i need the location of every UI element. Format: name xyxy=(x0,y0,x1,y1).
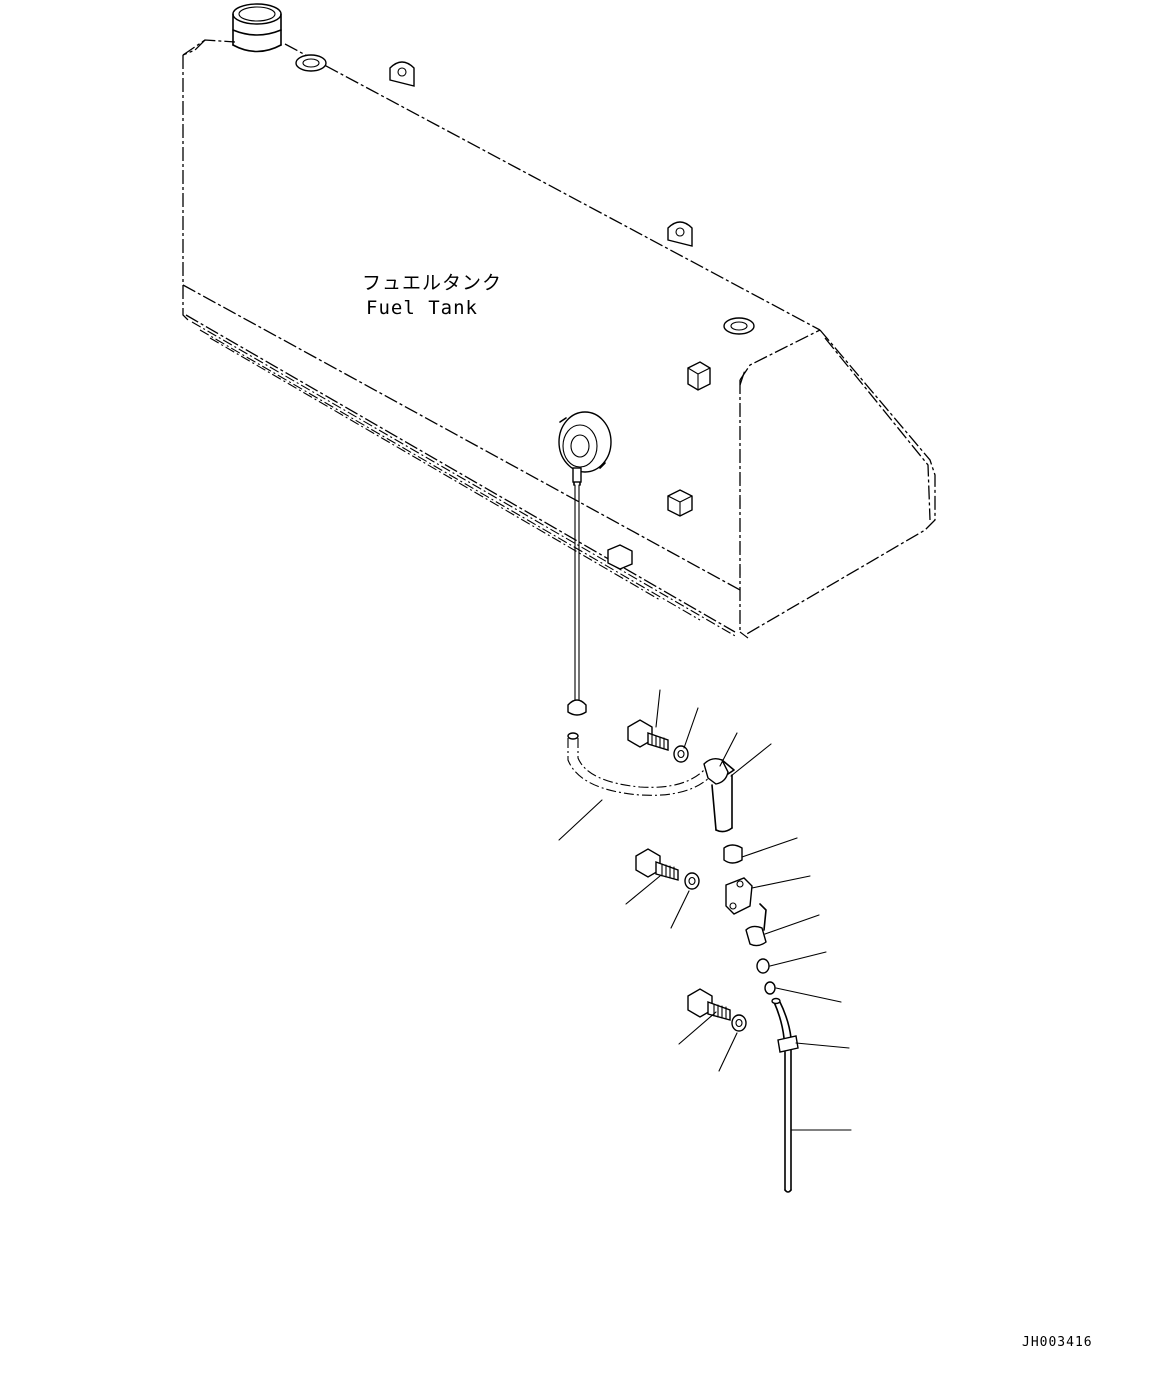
drawing-code: JH003416 xyxy=(1022,1335,1093,1350)
tank-label-en: Fuel Tank xyxy=(366,297,478,319)
drain-line-assembly xyxy=(558,467,852,1193)
fuel-tank: フュエルタンク Fuel Tank xyxy=(182,3,936,639)
tank-label-jp: フュエルタンク xyxy=(362,272,502,294)
